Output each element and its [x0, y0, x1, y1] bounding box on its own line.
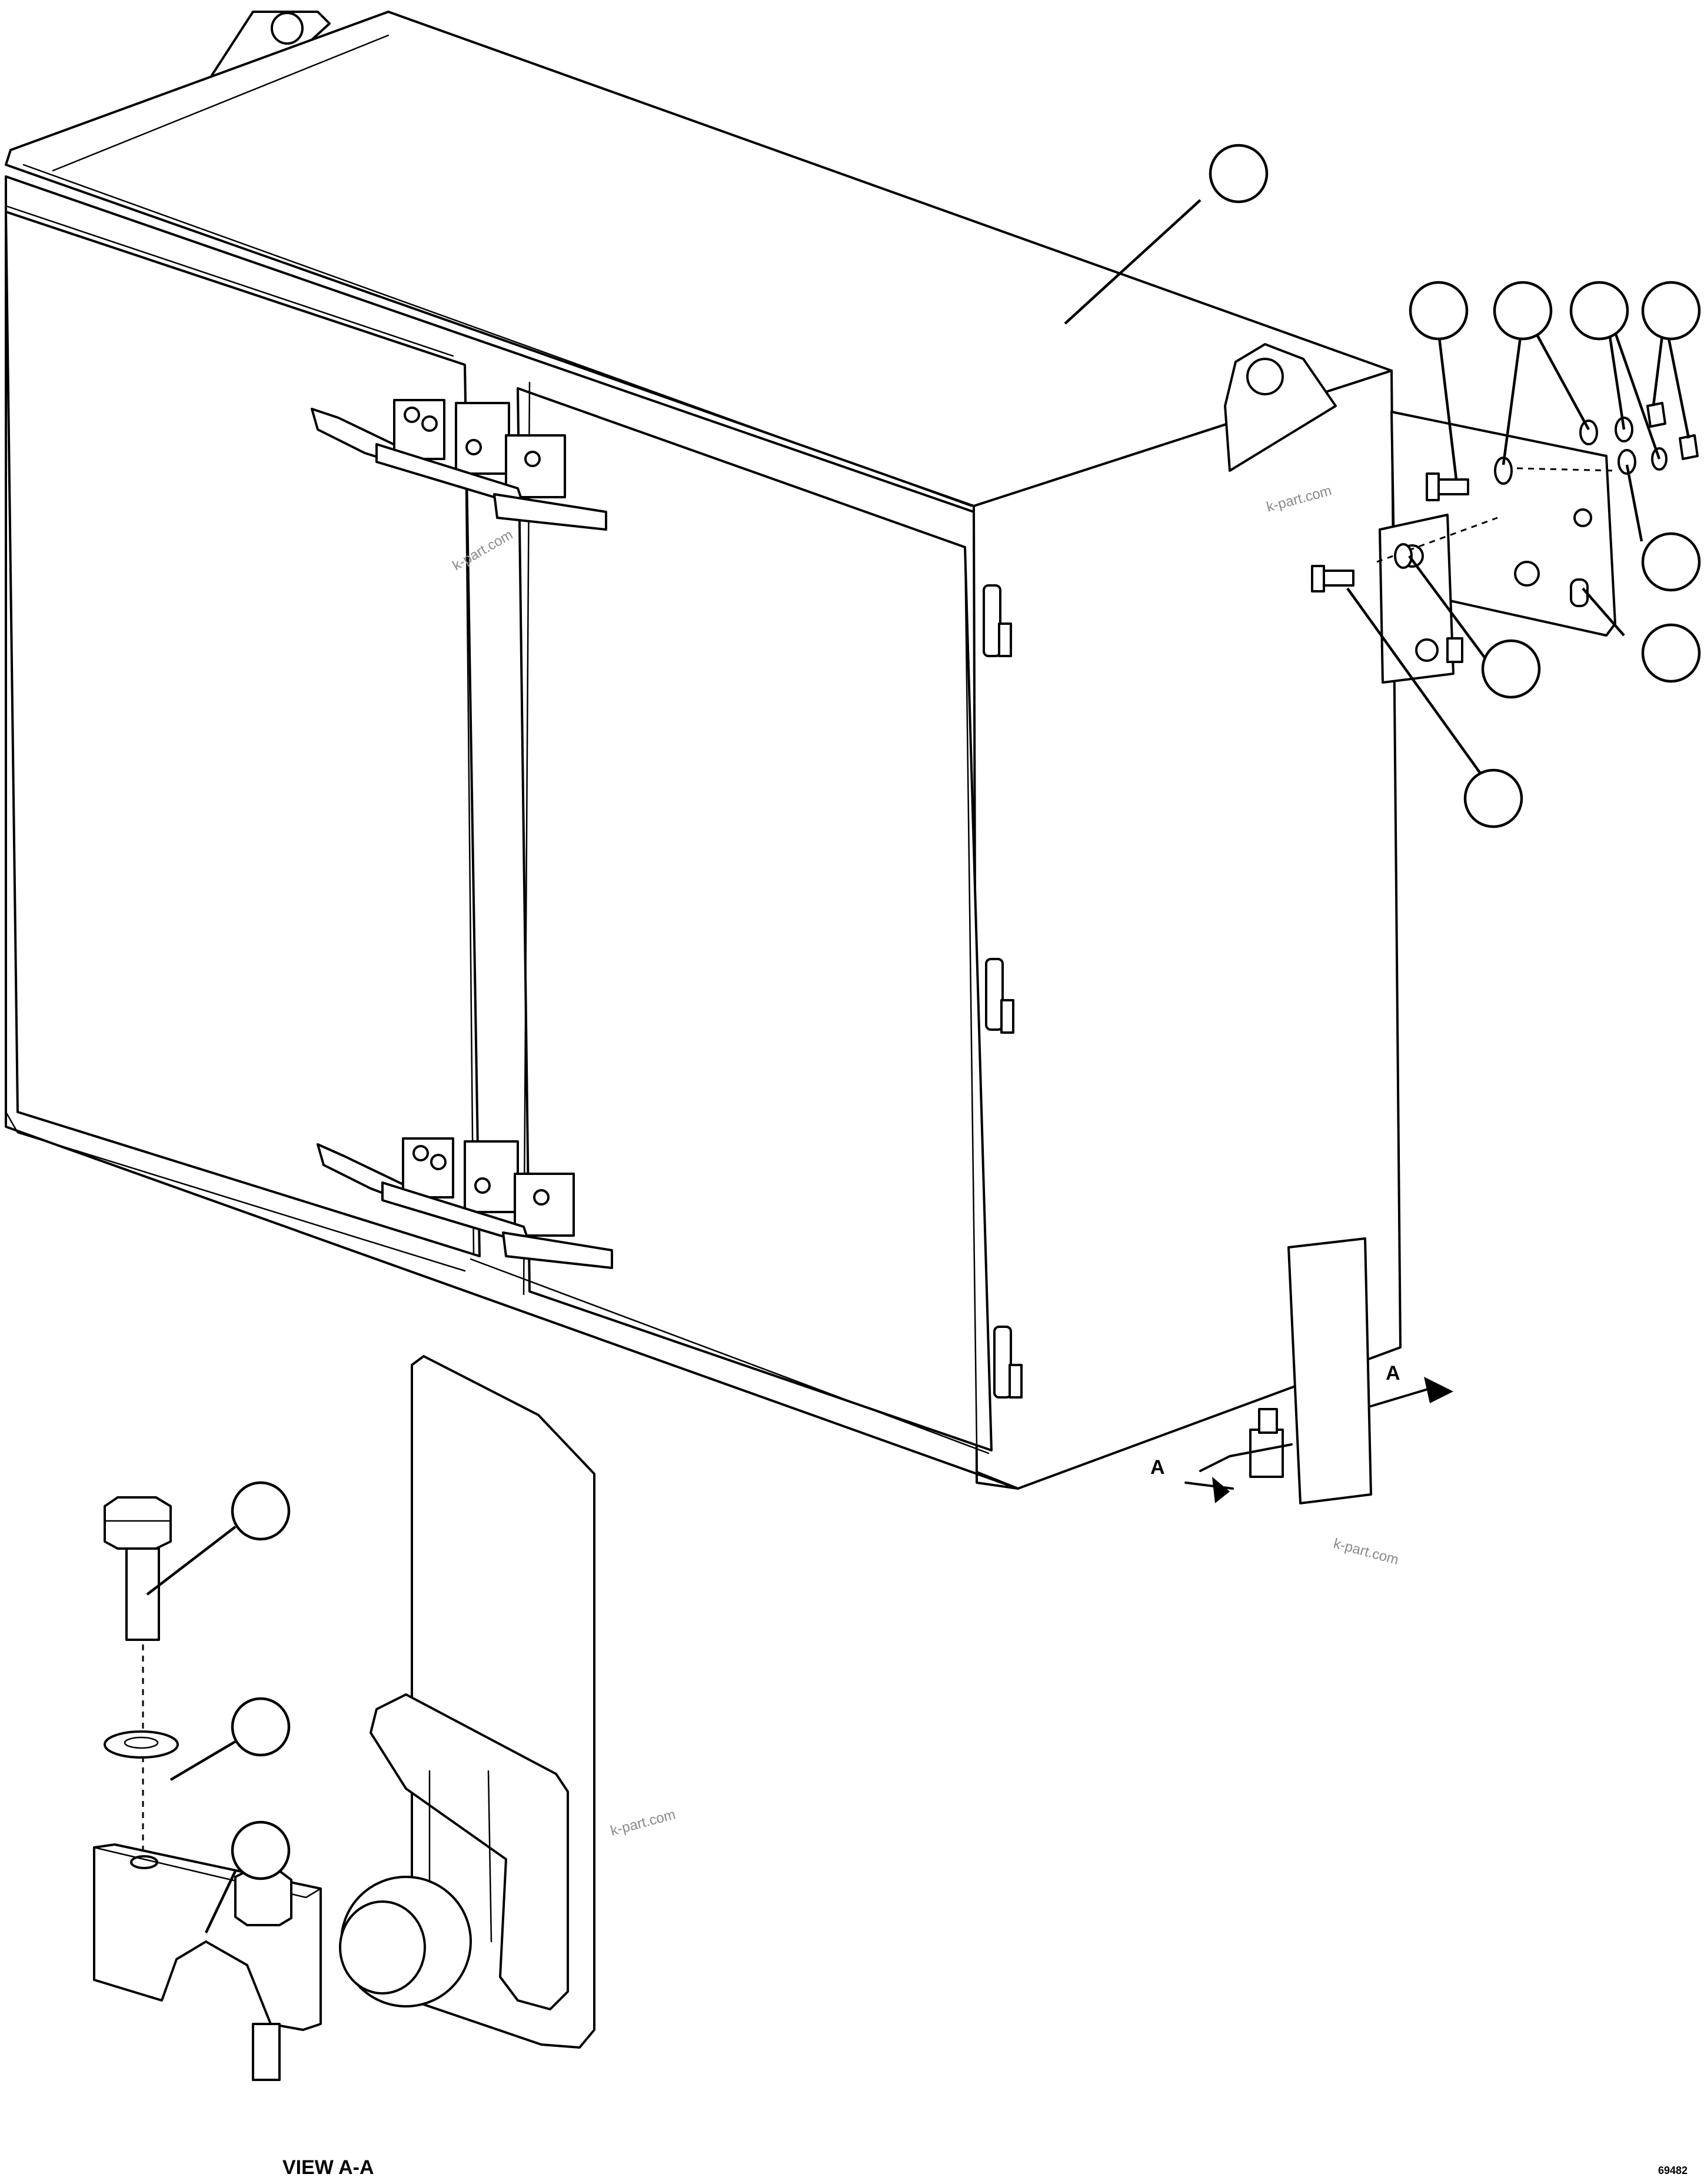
lower-latch-assembly	[317, 1137, 613, 1269]
callout-circle[interactable]	[1481, 639, 1541, 699]
right-door	[470, 381, 993, 1454]
view-label: VIEW A-A	[282, 2156, 374, 2179]
callout-circle[interactable]	[1641, 281, 1701, 341]
callout-circle[interactable]	[1641, 623, 1701, 683]
callout-circle[interactable]	[1409, 281, 1469, 341]
callout-circle[interactable]	[231, 1697, 291, 1757]
callout-circle[interactable]	[1493, 281, 1553, 341]
lower-pad-bracket	[1199, 1237, 1372, 1504]
section-markers: A A	[1150, 1362, 1453, 1503]
callout-circle[interactable]	[231, 1481, 291, 1541]
callout-circle[interactable]	[1463, 768, 1523, 828]
door-hinges	[983, 584, 1023, 1399]
side-mounting-bracket	[1379, 411, 1616, 684]
callout-circle[interactable]	[1209, 144, 1269, 204]
callouts	[146, 144, 1701, 1933]
watermark-text: k-part.com	[609, 1806, 677, 1839]
section-label-a-left: A	[1150, 1456, 1165, 1479]
detail-view-a-a: VIEW A-A	[93, 1355, 595, 2179]
exploded-fasteners	[1311, 402, 1699, 592]
callout-circle[interactable]	[231, 1820, 291, 1880]
callout-circle[interactable]	[1569, 281, 1629, 341]
watermark-text: k-part.com	[1332, 1536, 1400, 1568]
callout-circle[interactable]	[1641, 532, 1701, 592]
upper-latch-assembly	[311, 399, 607, 531]
drawing-id: 69482	[1658, 2165, 1688, 2176]
left-door	[5, 205, 481, 1272]
section-label-a-right: A	[1386, 1362, 1400, 1384]
